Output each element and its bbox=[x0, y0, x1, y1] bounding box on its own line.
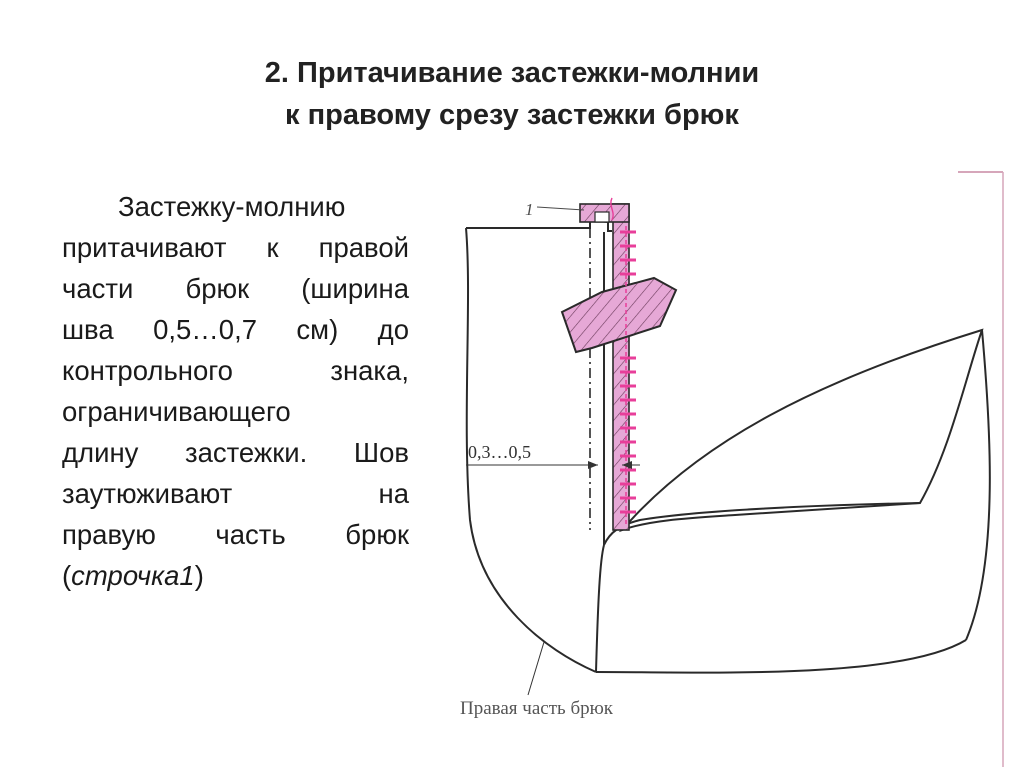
description-text: Застежку-молнию притачивают к правой час… bbox=[62, 186, 409, 596]
callout-number: 1 bbox=[525, 200, 534, 219]
caption-leader bbox=[527, 641, 545, 696]
text-line-last: (строчка1) bbox=[62, 555, 409, 596]
zipper-top-notch bbox=[594, 211, 610, 223]
zipper-slider bbox=[560, 276, 678, 354]
paren-close: ) bbox=[194, 560, 204, 591]
stitch-reference: строчка1 bbox=[71, 560, 195, 591]
text-line: шва 0,5…0,7 см) до bbox=[62, 314, 409, 345]
slide-title: 2. Притачивание застежки-молнии к правом… bbox=[0, 52, 1024, 136]
text-line: притачивают к правой bbox=[62, 232, 409, 263]
text-line: длину застежки. Шов bbox=[62, 437, 409, 468]
dimension-label: 0,3…0,5 bbox=[468, 442, 531, 462]
dimension-arrow-icon bbox=[588, 461, 598, 469]
fly-curve bbox=[595, 544, 605, 673]
stitch-line-1 bbox=[620, 226, 636, 525]
text-line: Застежку-молнию bbox=[118, 191, 346, 222]
text-line: части брюк (ширина bbox=[62, 273, 409, 304]
diagram-caption: Правая часть брюк bbox=[460, 698, 614, 719]
title-line-1: 2. Притачивание застежки-молнии bbox=[264, 57, 760, 89]
trouser-side-seam bbox=[465, 227, 597, 673]
folded-flap bbox=[618, 328, 984, 533]
text-line: заутюживают на bbox=[62, 478, 409, 509]
zipper-attachment-diagram: 1 0,3…0,5 Правая часть брюк bbox=[460, 171, 1004, 767]
thread-end-icon bbox=[610, 197, 614, 221]
trouser-bottom-edge bbox=[595, 639, 967, 674]
text-line: контрольного знака, bbox=[62, 355, 409, 386]
title-line-2: к правому срезу застежки брюк bbox=[285, 99, 739, 131]
callout-leader bbox=[536, 206, 585, 211]
text-line: ограничивающего bbox=[62, 396, 291, 427]
paren-open: ( bbox=[62, 560, 72, 591]
text-line: правую часть брюк bbox=[62, 519, 409, 550]
flap-outer-edge bbox=[965, 329, 991, 641]
